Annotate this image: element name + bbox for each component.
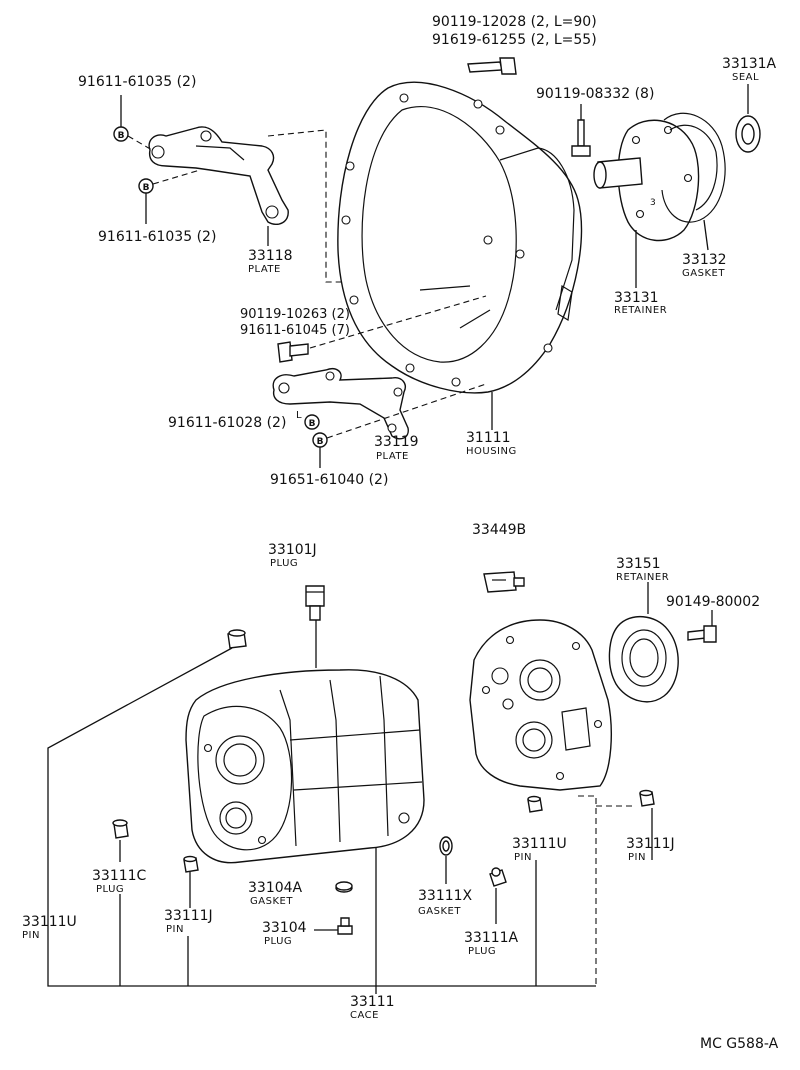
label-bolt-housing-2: 91611-61045 (7) [240,323,350,338]
bell-housing-31111-drawing [337,81,583,394]
plate-33119-drawing [272,368,409,440]
svg-text:B: B [309,419,316,429]
label-gasket-33104a-name: GASKET [250,896,293,907]
label-bolt-top-2: 91619-61255 (2, L=55) [432,32,597,48]
plug-33104-drawing [337,917,353,935]
leader-33118-to-housing [267,129,358,283]
label-gasket-33111x-no: 33111X [418,888,473,904]
plug-33111a-drawing [489,867,507,887]
bolt-marker-b-lower: B [138,178,154,194]
label-part-33449b: 33449B [472,522,526,538]
plug-33111c-drawing [112,819,129,839]
pin-33111j-left-drawing [183,855,199,873]
label-bolt-33151: 90149-80002 [666,594,760,610]
diagram-code: MC G588-A [700,1036,779,1052]
leader-bolt-housing [309,295,487,349]
gasket-33104a-drawing [335,881,353,893]
label-retainer-33151-no: 33151 [616,556,661,572]
leader-33119-to-housing [326,383,487,439]
leader-bolt-lower [152,169,201,185]
label-plug-33101j-no: 33101J [268,542,317,558]
label-plate-33118-name: PLATE [248,264,281,275]
label-pin-33111j-right-name: PIN [628,852,646,863]
label-plug-33111c-no: 33111C [92,868,147,884]
label-gasket-33104a-no: 33104A [248,880,303,896]
label-bolt-retainer: 90119-08332 (8) [536,86,654,102]
svg-text:B: B [143,183,150,193]
label-plug-33101j-name: PLUG [270,558,298,569]
pin-33111u-right-drawing [527,795,543,813]
seal-33131a-drawing [735,115,761,153]
bolt-90149-80002-drawing [687,625,717,643]
label-plug-33104-no: 33104 [262,920,307,936]
bolt-90119-10263-drawing [277,341,309,363]
label-bolt-33118-upper: 91611-61035 (2) [78,74,196,90]
label-housing-no: 31111 [466,430,511,446]
label-gasket-33111x-name: GASKET [418,906,461,917]
label-bolt-housing-1: 90119-10263 (2) [240,307,350,322]
retainer-33131-drawing: 3 [593,119,700,242]
bolt-marker-b-33119-lower: B [312,432,328,448]
bolt-marker-b-upper: B [113,126,129,142]
label-bolt-33119: 91611-61028 (2) [168,415,286,431]
label-retainer-33151-name: RETAINER [616,572,669,583]
label-pin-33111u-right-name: PIN [514,852,532,863]
label-pin-33111u-right-no: 33111U [512,836,567,852]
label-case-name: CACE [350,1010,379,1021]
leader-bolt-upper [127,135,153,151]
plate-33118-drawing [148,126,289,226]
label-bolt-33118-lower: 91611-61035 (2) [98,229,216,245]
label-pin-33111j-left-name: PIN [166,924,184,935]
svg-text:B: B [118,131,125,141]
plug-33101j-drawing [305,585,325,621]
label-plate-33118-no: 33118 [248,248,293,264]
label-pin-33111j-right-no: 33111J [626,836,675,852]
label-pin-33111u-left-name: PIN [22,930,40,941]
label-housing-name: HOUSING [466,446,517,457]
label-gasket-33132-no: 33132 [682,252,727,268]
label-case-no: 33111 [350,994,395,1010]
svg-text:3: 3 [650,198,656,208]
transmission-case-33111-drawing [185,669,425,864]
retainer-33151-drawing [608,615,679,703]
gasket-33132-drawing [661,112,726,223]
label-pin-33111j-left-no: 33111J [164,908,213,924]
bolt-marker-b-33119-upper: B [304,414,320,430]
label-seal-name: SEAL [732,72,759,83]
label-retainer-33131-no: 33131 [614,290,659,306]
label-plug-33111c-name: PLUG [96,884,124,895]
label-plug-33104-name: PLUG [264,936,292,947]
bolt-90119-12028-drawing [467,57,517,75]
plate-33119-l-marker: L [296,410,302,421]
label-bolt-top-1: 90119-12028 (2, L=90) [432,14,597,30]
leader-33132 [703,219,709,251]
label-plate-33119-name: PLATE [376,451,409,462]
part-33449b-drawing [483,571,525,593]
label-plug-33111a-no: 33111A [464,930,519,946]
label-seal-no: 33131A [722,56,777,72]
label-pin-33111u-left-no: 33111U [22,914,77,930]
bolt-90119-08332-drawing [571,119,591,157]
end-plate-drawing [469,619,612,791]
label-gasket-33132-name: GASKET [682,268,725,279]
pin-33111j-right-drawing [639,789,655,807]
leader-33111u-left [47,647,596,987]
gasket-33111x-drawing [439,836,453,856]
leader-case-plate [578,795,597,986]
label-bolt-33119-lower: 91651-61040 (2) [270,472,388,488]
label-plate-33119-no: 33119 [374,434,419,450]
label-retainer-33131-name: RETAINER [614,305,667,316]
label-plug-33111a-name: PLUG [468,946,496,957]
svg-text:B: B [317,437,324,447]
pin-33111u-left-drawing [227,629,247,649]
